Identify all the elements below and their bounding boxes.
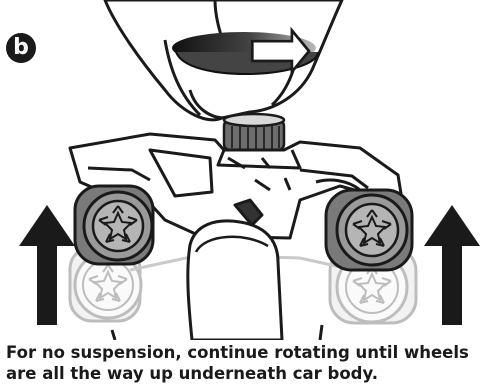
front-right-wheel xyxy=(326,190,412,270)
up-arrow-icon xyxy=(19,205,75,325)
instruction-line-1: For no suspension, continue rotating unt… xyxy=(6,343,469,362)
front-left-wheel xyxy=(75,186,153,264)
instruction-text: For no suspension, continue rotating unt… xyxy=(6,342,482,384)
instruction-illustration xyxy=(0,0,485,340)
step-badge: b xyxy=(6,33,36,63)
step-letter: b xyxy=(13,35,29,60)
height-knob xyxy=(224,114,284,150)
instruction-line-2: are all the way up underneath car body. xyxy=(6,364,378,383)
up-arrow-icon xyxy=(424,205,480,325)
rotate-arrow-icon xyxy=(172,30,318,74)
